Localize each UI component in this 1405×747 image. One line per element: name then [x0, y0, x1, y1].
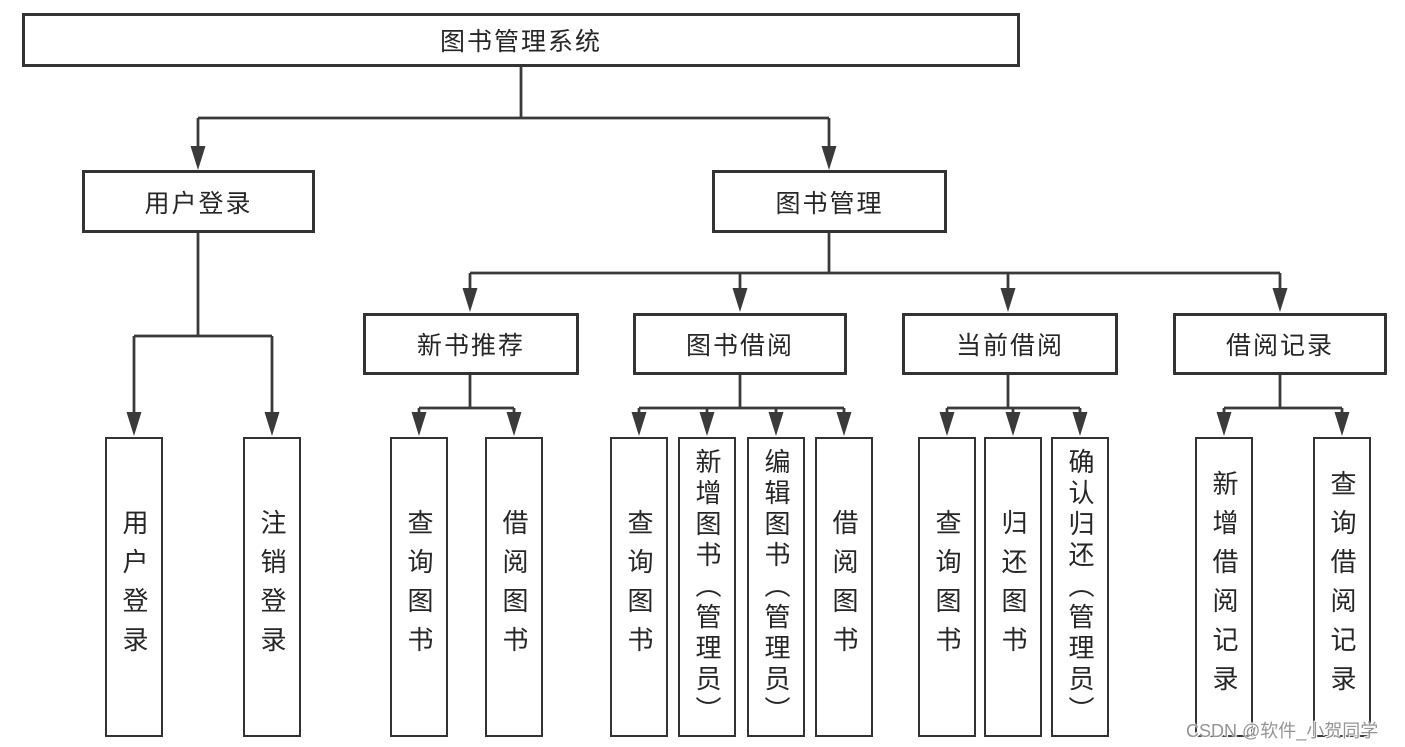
node-book-borrowing: 图书借阅 — [633, 313, 847, 375]
leaf-confirm-return-admin-label: 确认归还（管理员） — [1065, 447, 1095, 727]
node-new-book-recommendation-label: 新书推荐 — [416, 332, 525, 360]
leaf-query-books-borrowing: 查询图书 — [610, 437, 668, 737]
leaf-query-books-recommend-label: 查询图书 — [404, 509, 434, 665]
node-current-borrowing: 当前借阅 — [902, 313, 1118, 375]
node-book-management: 图书管理 — [712, 170, 947, 233]
leaf-edit-book-admin: 编辑图书（管理员） — [747, 437, 805, 737]
leaf-add-borrow-record: 新增借阅记录 — [1195, 437, 1253, 737]
leaf-confirm-return-admin: 确认归还（管理员） — [1051, 437, 1109, 737]
node-user-login-label: 用户登录 — [144, 189, 253, 218]
node-book-borrowing-label: 图书借阅 — [685, 332, 794, 360]
leaf-user-login-label: 用户登录 — [119, 509, 149, 665]
leaf-borrow-books-recommend-label: 借阅图书 — [499, 509, 529, 665]
node-book-management-label: 图书管理 — [775, 189, 884, 218]
leaf-return-books: 归还图书 — [984, 437, 1042, 737]
csdn-watermark: CSDN @软件_小贺同学 — [1186, 721, 1379, 741]
leaf-query-borrow-record: 查询借阅记录 — [1313, 437, 1371, 737]
leaf-add-book-admin: 新增图书（管理员） — [678, 437, 736, 737]
leaf-return-books-label: 归还图书 — [998, 509, 1028, 665]
leaf-query-books-borrowing-label: 查询图书 — [624, 509, 654, 665]
leaf-query-borrow-record-label: 查询借阅记录 — [1327, 470, 1357, 704]
leaf-borrow-books-recommend: 借阅图书 — [485, 437, 543, 737]
leaf-logout: 注销登录 — [243, 437, 301, 737]
node-current-borrowing-label: 当前借阅 — [955, 332, 1064, 360]
leaf-add-book-admin-label: 新增图书（管理员） — [692, 447, 722, 727]
node-borrowing-records: 借阅记录 — [1173, 313, 1387, 375]
node-library-system-label: 图书管理系统 — [439, 28, 602, 56]
leaf-borrow-books: 借阅图书 — [815, 437, 873, 737]
node-borrowing-records-label: 借阅记录 — [1225, 332, 1334, 360]
leaf-query-books-recommend: 查询图书 — [390, 437, 448, 737]
leaf-query-books-current: 查询图书 — [918, 437, 976, 737]
leaf-query-books-current-label: 查询图书 — [932, 509, 962, 665]
node-user-login: 用户登录 — [82, 170, 315, 233]
leaf-add-borrow-record-label: 新增借阅记录 — [1209, 470, 1239, 704]
node-library-system: 图书管理系统 — [22, 13, 1020, 67]
leaf-user-login: 用户登录 — [105, 437, 163, 737]
leaf-logout-label: 注销登录 — [257, 509, 287, 665]
leaf-edit-book-admin-label: 编辑图书（管理员） — [761, 447, 791, 727]
leaf-borrow-books-label: 借阅图书 — [829, 509, 859, 665]
node-new-book-recommendation: 新书推荐 — [363, 313, 579, 375]
